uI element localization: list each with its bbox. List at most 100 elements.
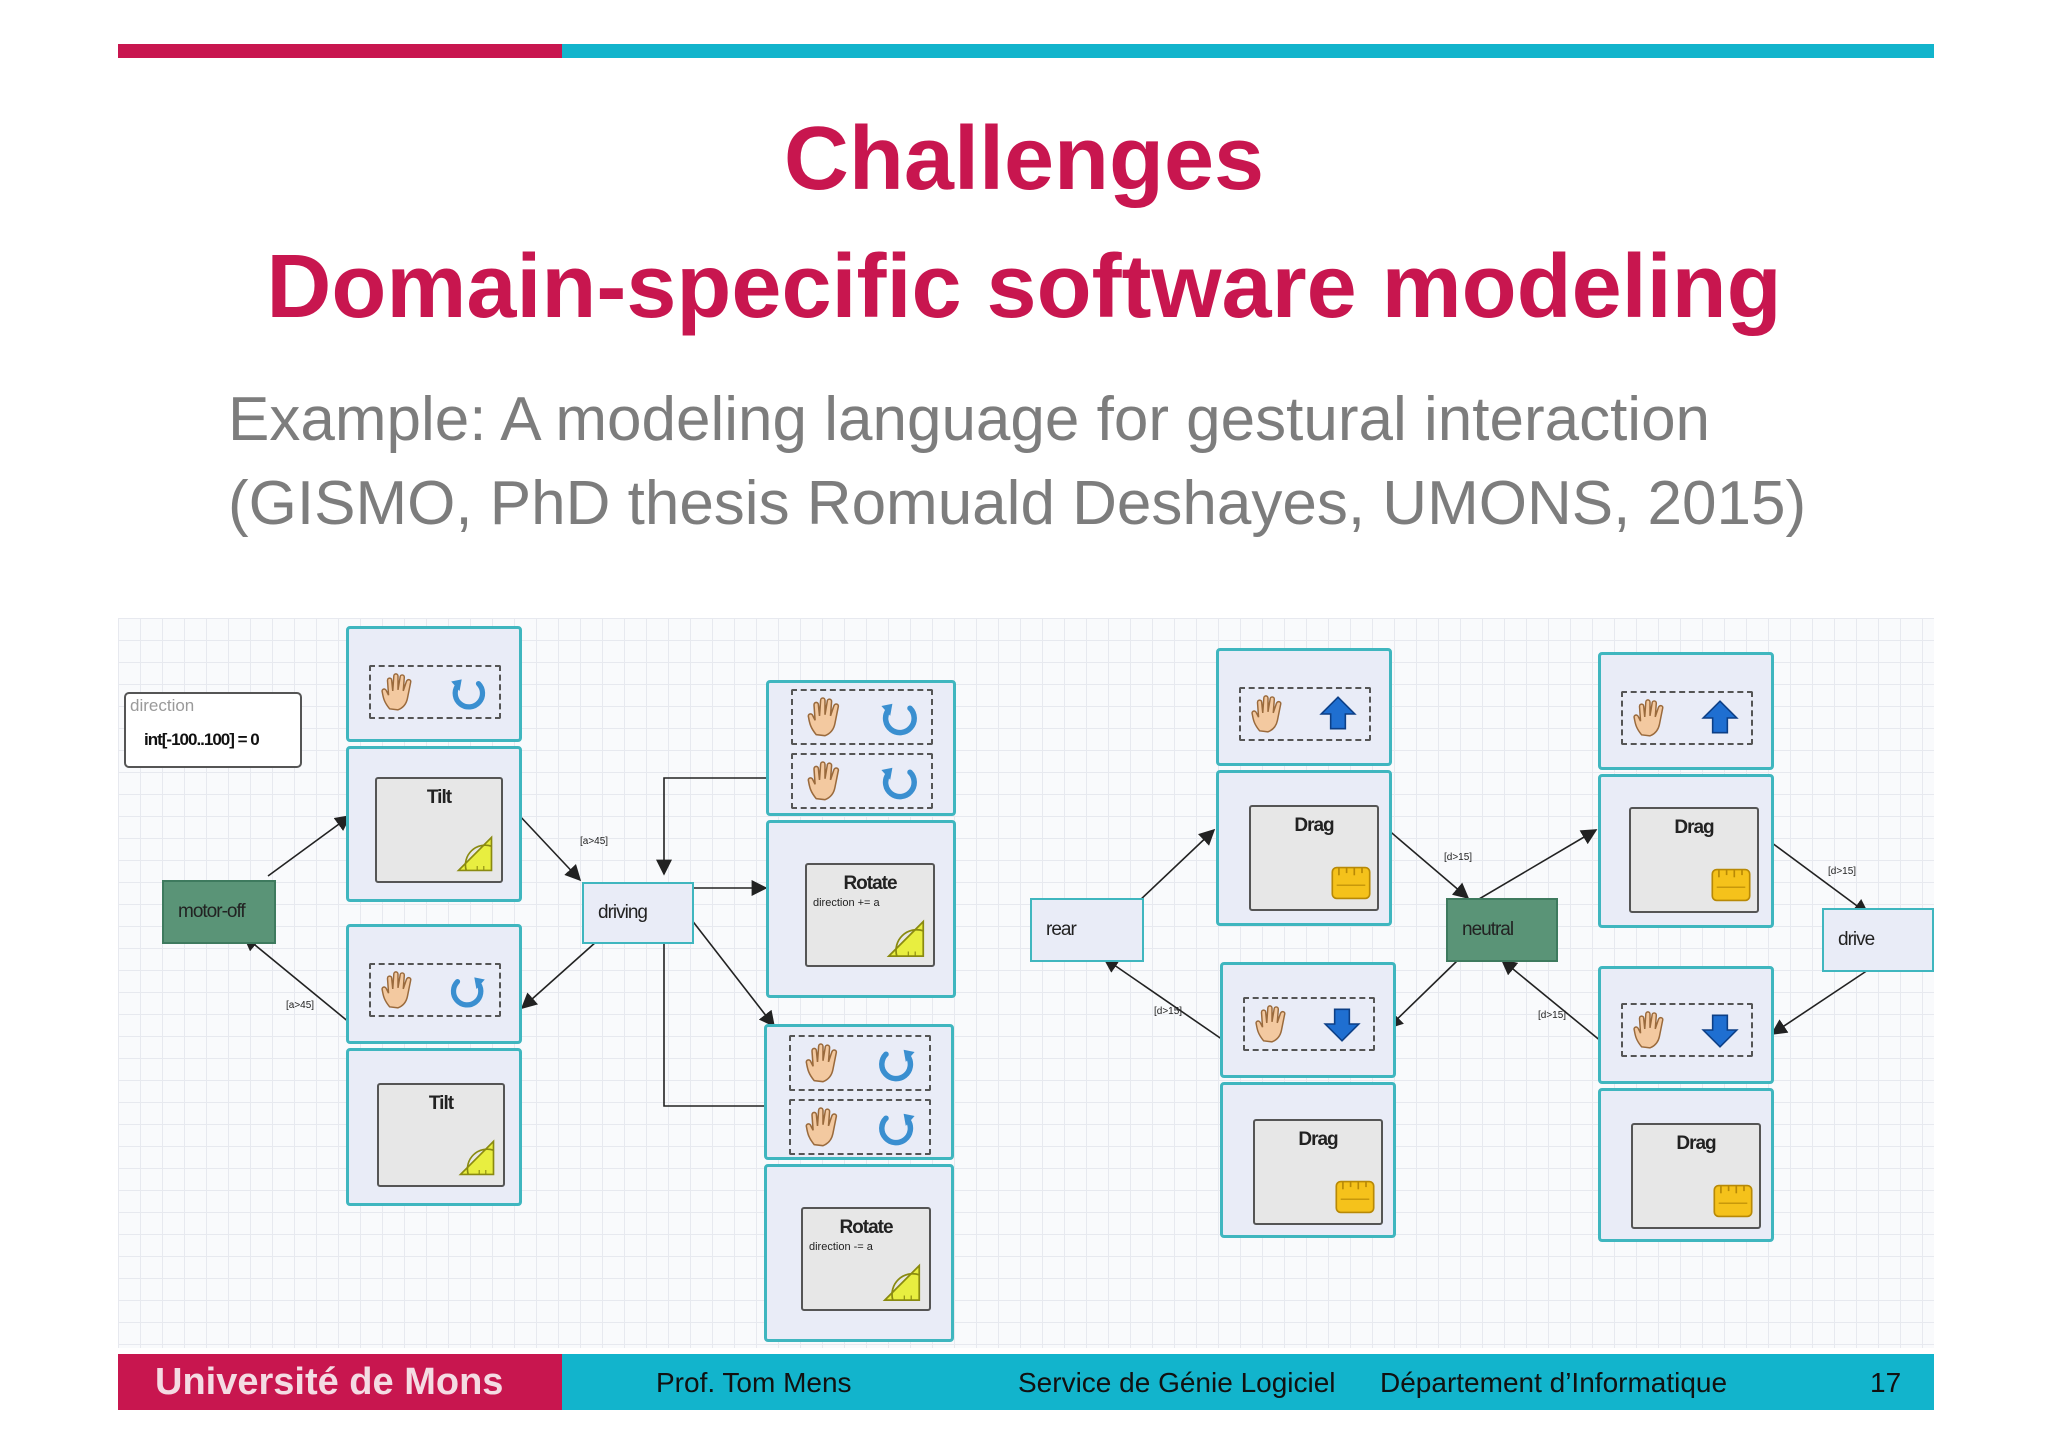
hand-icon (1247, 693, 1289, 735)
drag-label: Drag (1294, 815, 1334, 836)
edge-driving-rotate-minus (683, 909, 775, 1028)
edge-tilt-motoroff (242, 934, 351, 1024)
protractor-icon (879, 1261, 925, 1307)
edge-neutral-drag (1473, 829, 1598, 903)
ruler-icon (1329, 861, 1373, 905)
edge-rotate-self-bottom (656, 908, 766, 1107)
drag-label: Drag (1676, 1133, 1716, 1154)
drag-block: Drag (1249, 805, 1379, 911)
drag-block: Drag (1253, 1119, 1383, 1225)
page-number: 17 (1870, 1367, 1902, 1398)
hand-icon (801, 1105, 845, 1149)
guard-d15-2: [d>15] (1828, 866, 1857, 877)
rotate-cw-icon (877, 759, 921, 803)
footer-author: Prof. Tom Mens (656, 1367, 852, 1398)
rotate-panel-bottom: Rotate direction -= a (764, 1164, 954, 1342)
rotate-ccw-icon (875, 1105, 919, 1149)
guard-d15-3: [d>15] (1154, 1006, 1183, 1017)
gesture-pattern (369, 665, 501, 719)
footer-bar-cyan (562, 1354, 1934, 1410)
state-motor-off: motor-off (162, 880, 276, 944)
state-rear: rear (1030, 898, 1144, 962)
gesture-panel (346, 626, 522, 742)
variable-box: direction int[-100..100] = 0 (124, 692, 302, 768)
rotate-panel-top: Rotate direction += a (766, 820, 956, 998)
gesture-pattern (1243, 997, 1375, 1051)
state-driving: driving (582, 882, 694, 944)
gesture-panel (764, 1024, 954, 1160)
edge-drag-rear (1102, 957, 1227, 1043)
gesture-panel (1598, 652, 1774, 770)
ruler-icon (1709, 863, 1753, 907)
rotate-cw-icon (877, 695, 921, 739)
gesture-panel (346, 924, 522, 1044)
rotate-block: Rotate direction += a (805, 863, 935, 967)
rotate-action: direction -= a (809, 1241, 873, 1253)
edge-rotate-self-top (656, 777, 770, 876)
slide-title: Challenges (783, 109, 1265, 209)
tilt-block: Tilt (375, 777, 503, 883)
drag-panel: Drag (1216, 770, 1392, 926)
drag-block: Drag (1629, 807, 1759, 913)
rotate-cw-icon (447, 671, 489, 713)
drag-panel: Drag (1220, 1082, 1396, 1238)
edge-rear-drag (1137, 828, 1216, 903)
rotate-action: direction += a (813, 897, 880, 909)
edge-drag-drive (1767, 839, 1870, 915)
hand-icon (803, 759, 847, 803)
edge-neutral-drag-down (1386, 959, 1459, 1030)
hand-icon (1629, 697, 1671, 739)
tilt-label: Tilt (426, 787, 452, 808)
header-bar-red (118, 44, 562, 58)
footer-service: Service de Génie Logiciel (1018, 1367, 1336, 1398)
example-line-2: (GISMO, PhD thesis Romuald Deshayes, UMO… (228, 469, 1807, 538)
gesture-pattern (789, 1035, 931, 1091)
drag-label: Drag (1674, 817, 1714, 838)
protractor-icon (453, 833, 497, 877)
tilt-panel-top: Tilt (346, 746, 522, 902)
tilt-label: Tilt (428, 1093, 454, 1114)
gesture-pattern (791, 689, 933, 745)
footer-bar-red (118, 1354, 562, 1410)
guard-a45-2: [a>45] (286, 1000, 315, 1011)
gesture-pattern (1621, 1003, 1753, 1057)
gesture-pattern (369, 963, 501, 1017)
footer-university: Université de Mons (155, 1361, 504, 1403)
edge-drive-drag (1770, 969, 1869, 1035)
arrow-down-icon (1699, 1009, 1741, 1051)
gesture-pattern (789, 1099, 931, 1155)
gesture-panel (1216, 648, 1392, 766)
guard-a45-1: [a>45] (580, 836, 609, 847)
arrow-down-icon (1321, 1003, 1363, 1045)
gesture-panel (766, 680, 956, 816)
gesture-pattern (1621, 691, 1753, 745)
rotate-ccw-icon (875, 1041, 919, 1085)
tilt-block: Tilt (377, 1083, 505, 1187)
rotate-label: Rotate (839, 1217, 893, 1238)
drag-block: Drag (1631, 1123, 1761, 1229)
arrow-up-icon (1699, 697, 1741, 739)
arrow-up-icon (1317, 693, 1359, 735)
header-bar-cyan (562, 44, 1934, 58)
drag-label: Drag (1298, 1129, 1338, 1150)
footer-department: Département d’Informatique (1380, 1367, 1728, 1398)
edge-drag-neutral-back (1500, 958, 1603, 1043)
slide-subtitle: Domain-specific software modeling (266, 237, 1782, 337)
hand-icon (803, 695, 847, 739)
hand-icon (377, 969, 419, 1011)
hand-icon (1629, 1009, 1671, 1051)
gismo-diagram: [a>45] [a>45] [d>15] [d>15] [d>15] [d>15… (118, 618, 1934, 1348)
edge-tilt-driving (517, 813, 582, 882)
state-neutral: neutral (1446, 898, 1558, 962)
protractor-icon (455, 1137, 499, 1181)
guard-d15-4: [d>15] (1538, 1010, 1567, 1021)
drag-panel: Drag (1598, 774, 1774, 928)
edge-drag-neutral (1385, 827, 1470, 900)
edge-motoroff-tilt (267, 815, 352, 877)
hand-icon (1251, 1003, 1293, 1045)
hand-icon (801, 1041, 845, 1085)
variable-name: direction (130, 696, 195, 715)
ruler-icon (1711, 1179, 1755, 1223)
gesture-pattern (791, 753, 933, 809)
rotate-label: Rotate (843, 873, 897, 894)
